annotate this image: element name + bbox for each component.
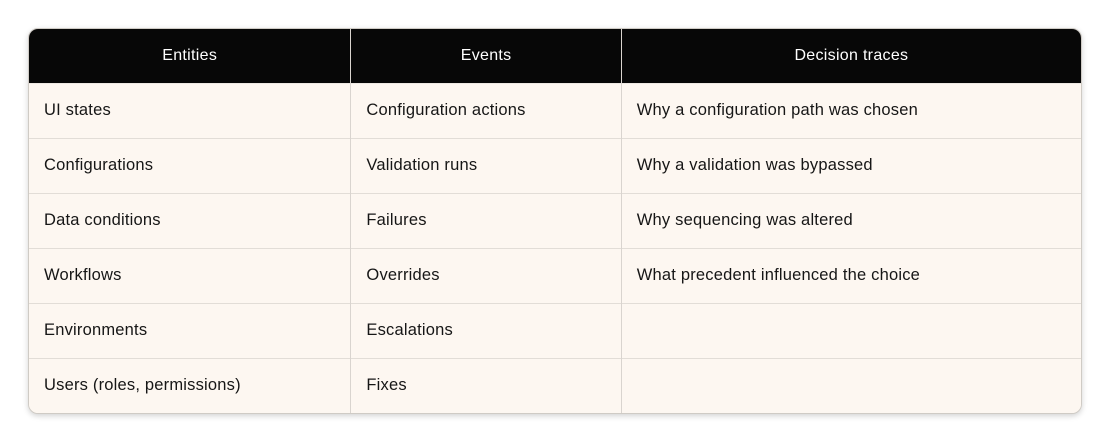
comparison-table: Entities Events Decision traces UI state… — [29, 29, 1081, 413]
table-cell-decision-trace: Why a configuration path was chosen — [620, 82, 1081, 138]
table-cell-events: Escalations — [350, 302, 622, 358]
table-cell-entities: Users (roles, permissions) — [29, 357, 351, 413]
table-row: Configurations Validation runs Why a val… — [29, 137, 1081, 193]
table-cell-entities: Workflows — [29, 247, 351, 303]
table-cell-events: Validation runs — [350, 137, 622, 193]
table-cell-events: Failures — [350, 192, 622, 248]
table-row: Environments Escalations — [29, 302, 1081, 358]
table-row: UI states Configuration actions Why a co… — [29, 82, 1081, 138]
comparison-table-card: Entities Events Decision traces UI state… — [28, 28, 1082, 414]
table-cell-entities: Data conditions — [29, 192, 351, 248]
column-header-events: Events — [350, 29, 622, 83]
table-row: Data conditions Failures Why sequencing … — [29, 192, 1081, 248]
column-header-decision-traces: Decision traces — [620, 29, 1081, 83]
table-cell-events: Fixes — [350, 357, 622, 413]
table-cell-entities: UI states — [29, 82, 351, 138]
table-row: Workflows Overrides What precedent influ… — [29, 247, 1081, 303]
table-cell-decision-trace-empty — [620, 302, 1081, 358]
table-cell-entities: Configurations — [29, 137, 351, 193]
table-cell-entities: Environments — [29, 302, 351, 358]
table-cell-decision-trace: What precedent influenced the choice — [620, 247, 1081, 303]
table-cell-decision-trace-empty — [620, 357, 1081, 413]
table-header-row: Entities Events Decision traces — [29, 29, 1081, 83]
column-header-entities: Entities — [29, 29, 351, 83]
table-row: Users (roles, permissions) Fixes — [29, 357, 1081, 413]
table-cell-decision-trace: Why sequencing was altered — [620, 192, 1081, 248]
table-cell-events: Overrides — [350, 247, 622, 303]
table-cell-events: Configuration actions — [350, 82, 622, 138]
table-cell-decision-trace: Why a validation was bypassed — [620, 137, 1081, 193]
